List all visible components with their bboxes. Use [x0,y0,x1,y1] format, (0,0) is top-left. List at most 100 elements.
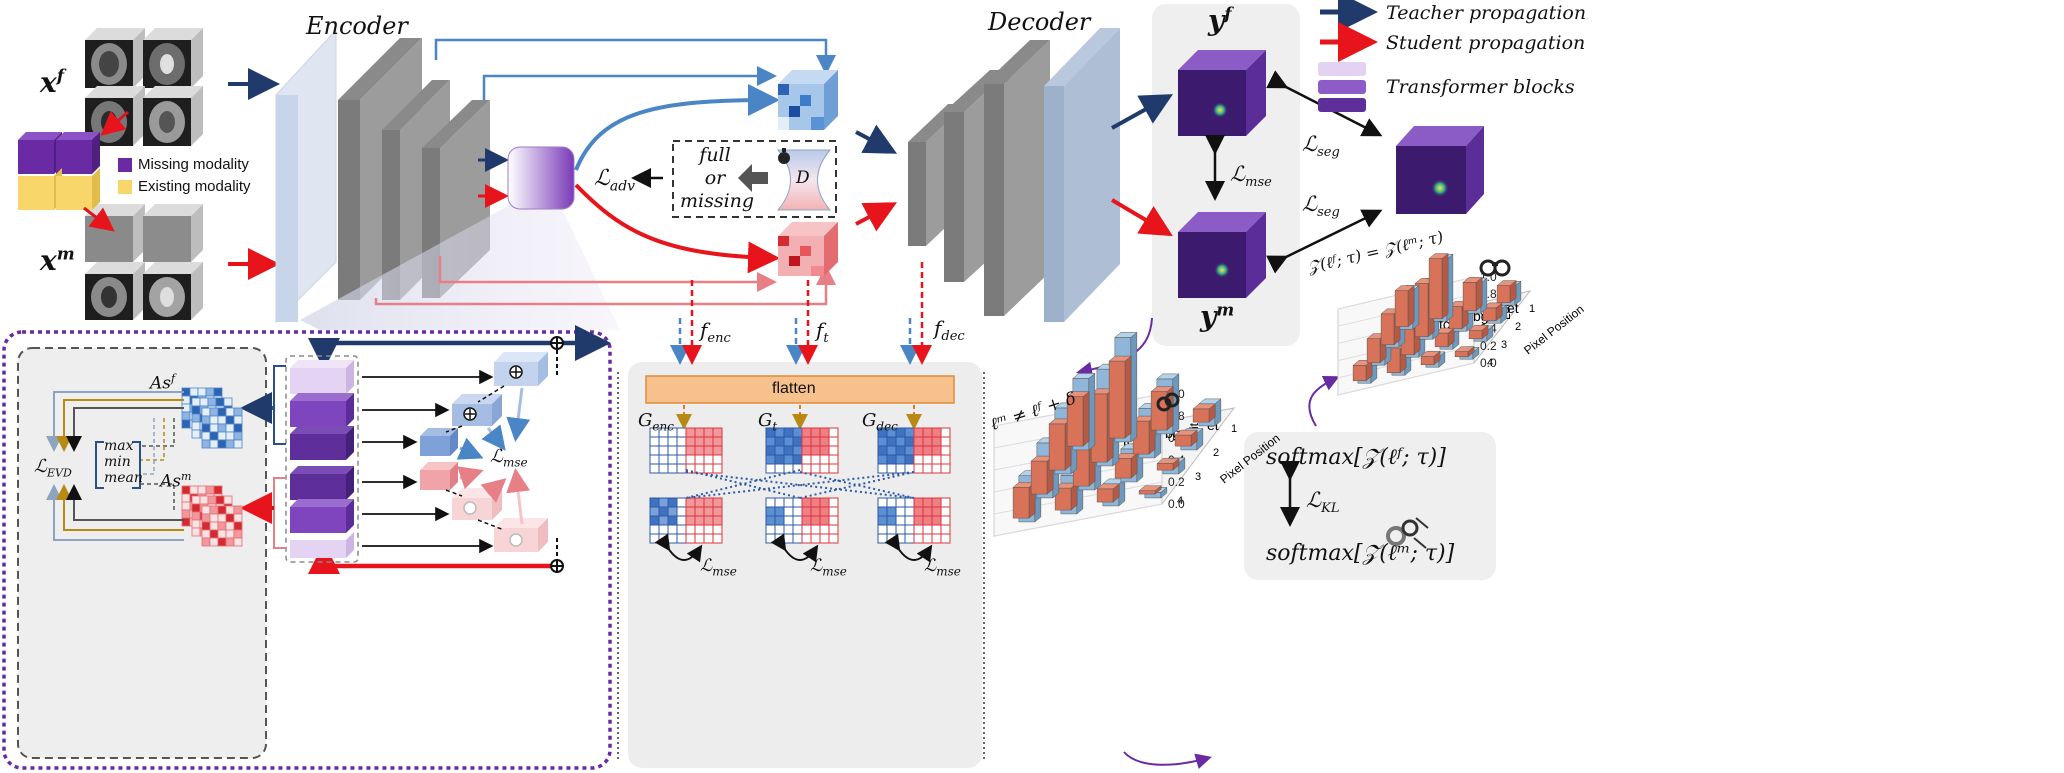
attention-cell [209,439,219,449]
attention-cell [191,413,201,423]
gram-cell [810,515,821,526]
gram-cell [940,454,951,465]
gram-cell [792,454,803,465]
gram-cell [792,533,803,544]
mse-loss-t: ℒmse [810,556,847,579]
gram-cell [877,445,888,456]
tight-handcuffs-icon [1156,392,1180,412]
attention-cell [233,537,243,547]
bar-3d [1156,457,1180,471]
attention-cell [199,495,209,505]
gram-cell [801,463,812,474]
gram-cell [783,436,794,447]
f-enc-label: fenc [700,318,731,346]
gram-cell [649,445,660,456]
gram-cell [940,506,951,517]
gram-cell [658,506,669,517]
gram-cell [922,436,933,447]
gram-cell [667,506,678,517]
gram-cell [694,445,705,456]
attention-missing-label: Asm [160,470,192,492]
input-image-stack-full [85,28,203,146]
gram-cell [712,436,723,447]
attention-cell [199,397,209,407]
gram-cell [712,445,723,456]
gram-cell [904,506,915,517]
gram-cell [783,506,794,517]
attention-cell [217,439,227,449]
gram-cell [922,454,933,465]
gram-cell [801,445,812,456]
gram-cell [685,445,696,456]
z-tick-label: 0.0 [1168,497,1185,511]
attention-cell [209,521,219,531]
attention-cell [201,505,211,515]
stopwatch-icon [778,148,790,164]
gram-cell [685,524,696,535]
attention-cell [213,387,223,397]
gram-cell [783,427,794,438]
gram-cell [904,515,915,526]
gram-cell [774,506,785,517]
gram-cell [774,524,785,535]
gram-cell [685,515,696,526]
gram-cell [922,506,933,517]
input-image-stack-missing [85,204,203,320]
gram-cell [649,454,660,465]
depth-tick-label: 1 [1529,303,1535,315]
gram-cell [940,436,951,447]
attention-cell [233,431,243,441]
gram-cell [913,436,924,447]
gram-cell [904,445,915,456]
gram-cell [895,436,906,447]
gram-cell [810,506,821,517]
bar-3d [1462,276,1483,312]
gram-cell [913,506,924,517]
gram-cell [792,524,803,535]
evd-loss-label: ℒEVD [34,456,72,480]
attention-cell [217,505,227,515]
encoder-blocks [275,28,620,330]
gram-cell [810,533,821,544]
gram-cell [792,427,803,438]
gram-cell [676,515,687,526]
gram-cell [886,506,897,517]
gram-cell [685,427,696,438]
gram-cell [658,497,669,508]
mse-loss-enc: ℒmse [700,556,737,579]
attention-cell [197,485,207,495]
attention-cell [181,509,191,519]
gram-cell [765,445,776,456]
gram-cell [774,515,785,526]
gram-cell [703,506,714,517]
gram-cell [712,463,723,474]
bar-3d [1468,324,1489,340]
gram-cell [676,506,687,517]
gram-cell [774,533,785,544]
gram-cell [819,497,830,508]
gram-cell [886,436,897,447]
gram-cell [774,454,785,465]
attention-cell [191,405,201,415]
gram-cell [940,515,951,526]
attention-cell [225,423,235,433]
gram-cell [712,454,723,465]
gram-cell [877,436,888,447]
attention-cell [233,407,243,417]
chart-gridline [993,503,1163,537]
gram-cell [667,515,678,526]
gram-cell [904,533,915,544]
gram-cell [765,515,776,526]
gram-cell [886,445,897,456]
feature-cube-student [778,222,838,276]
category-label: tc [1439,316,1450,332]
attention-cell [209,431,219,441]
gram-cell [819,463,830,474]
depth-tick-label: 2 [1213,447,1219,459]
gram-cell [895,533,906,544]
attention-cell [225,415,235,425]
attention-cell [201,439,211,449]
gram-cell [765,436,776,447]
gram-cell [783,454,794,465]
gram-cell [828,427,839,438]
